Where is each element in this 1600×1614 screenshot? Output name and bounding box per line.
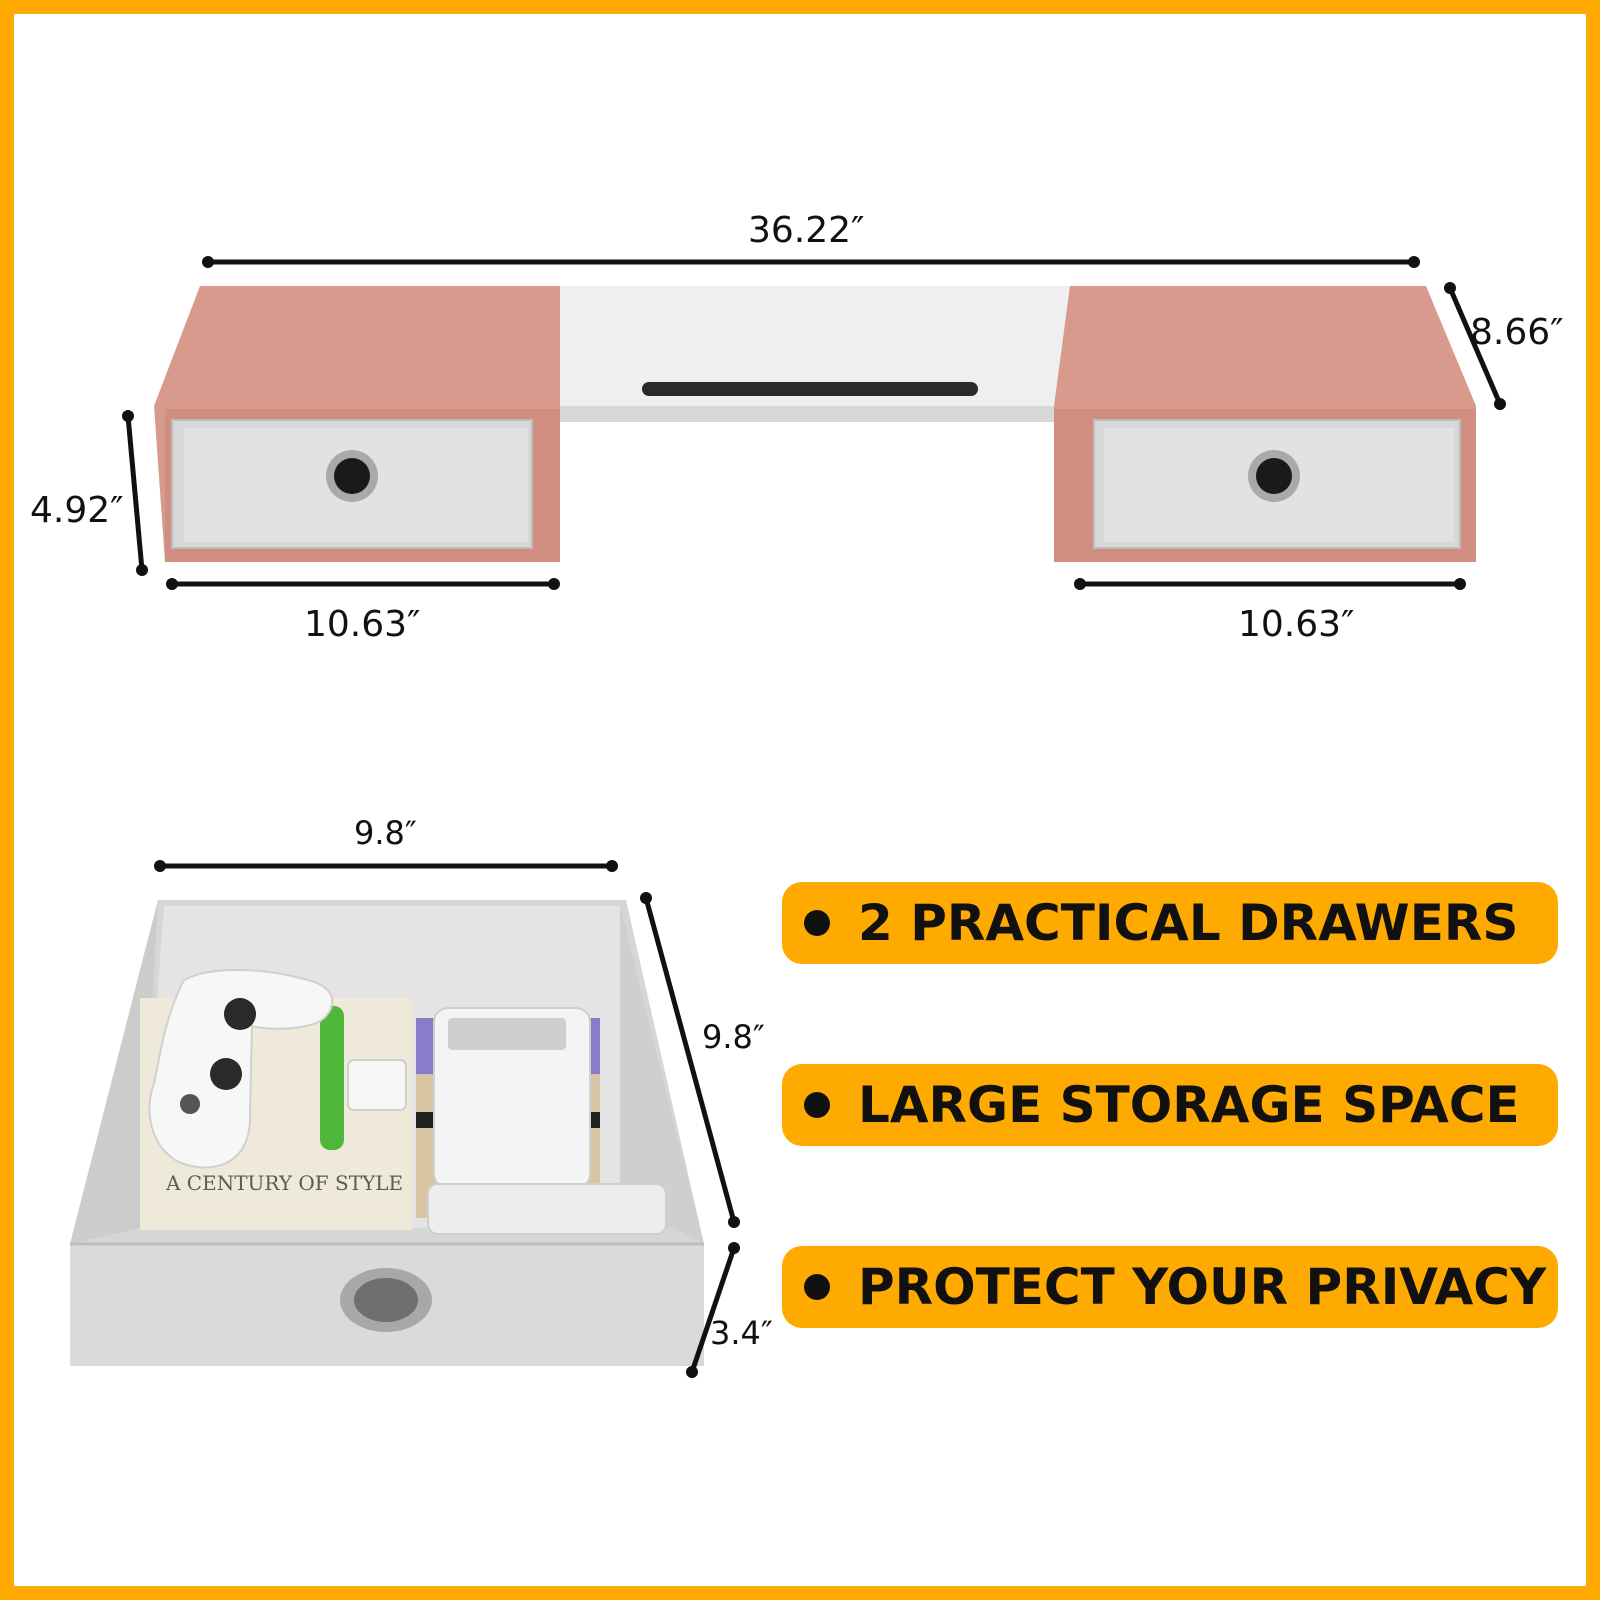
center-shelf [560,286,1084,422]
tablet-slot [642,382,978,396]
feature-label: LARGE STORAGE SPACE [858,1076,1520,1134]
feature-pill: PROTECT YOUR PRIVACY [782,1246,1558,1328]
bullet-icon [804,910,830,936]
depth-label: 8.66″ [1470,312,1564,353]
feature-pill: 2 PRACTICAL DRAWERS [782,882,1558,964]
drawer-depth-label: 9.8″ [702,1018,765,1056]
green-marker [320,1006,344,1150]
right-drawer-unit [1054,286,1476,562]
drawer-height-label: 3.4″ [710,1314,773,1352]
monitor-stand-illustration: A CENTURY OF STYLE [70,256,1506,1378]
depth-line [1444,282,1506,410]
total-width-label: 36.22″ [748,210,865,251]
left-width-line [166,578,560,590]
open-drawer-illustration: A CENTURY OF STYLE [70,860,740,1378]
left-drawer-unit [154,286,560,562]
left-unit-width-label: 10.63″ [304,604,421,645]
right-unit-width-label: 10.63″ [1238,604,1355,645]
book-title: A CENTURY OF STYLE [165,1171,403,1195]
bullet-icon [804,1092,830,1118]
feature-label: PROTECT YOUR PRIVACY [858,1258,1547,1316]
height-label: 4.92″ [30,490,124,531]
feature-pill: LARGE STORAGE SPACE [782,1064,1558,1146]
right-width-line [1074,578,1466,590]
feature-label: 2 PRACTICAL DRAWERS [858,894,1519,952]
height-line [122,410,148,576]
drawer-width-label: 9.8″ [354,814,417,852]
bullet-icon [804,1274,830,1300]
total-width-line [202,256,1420,268]
